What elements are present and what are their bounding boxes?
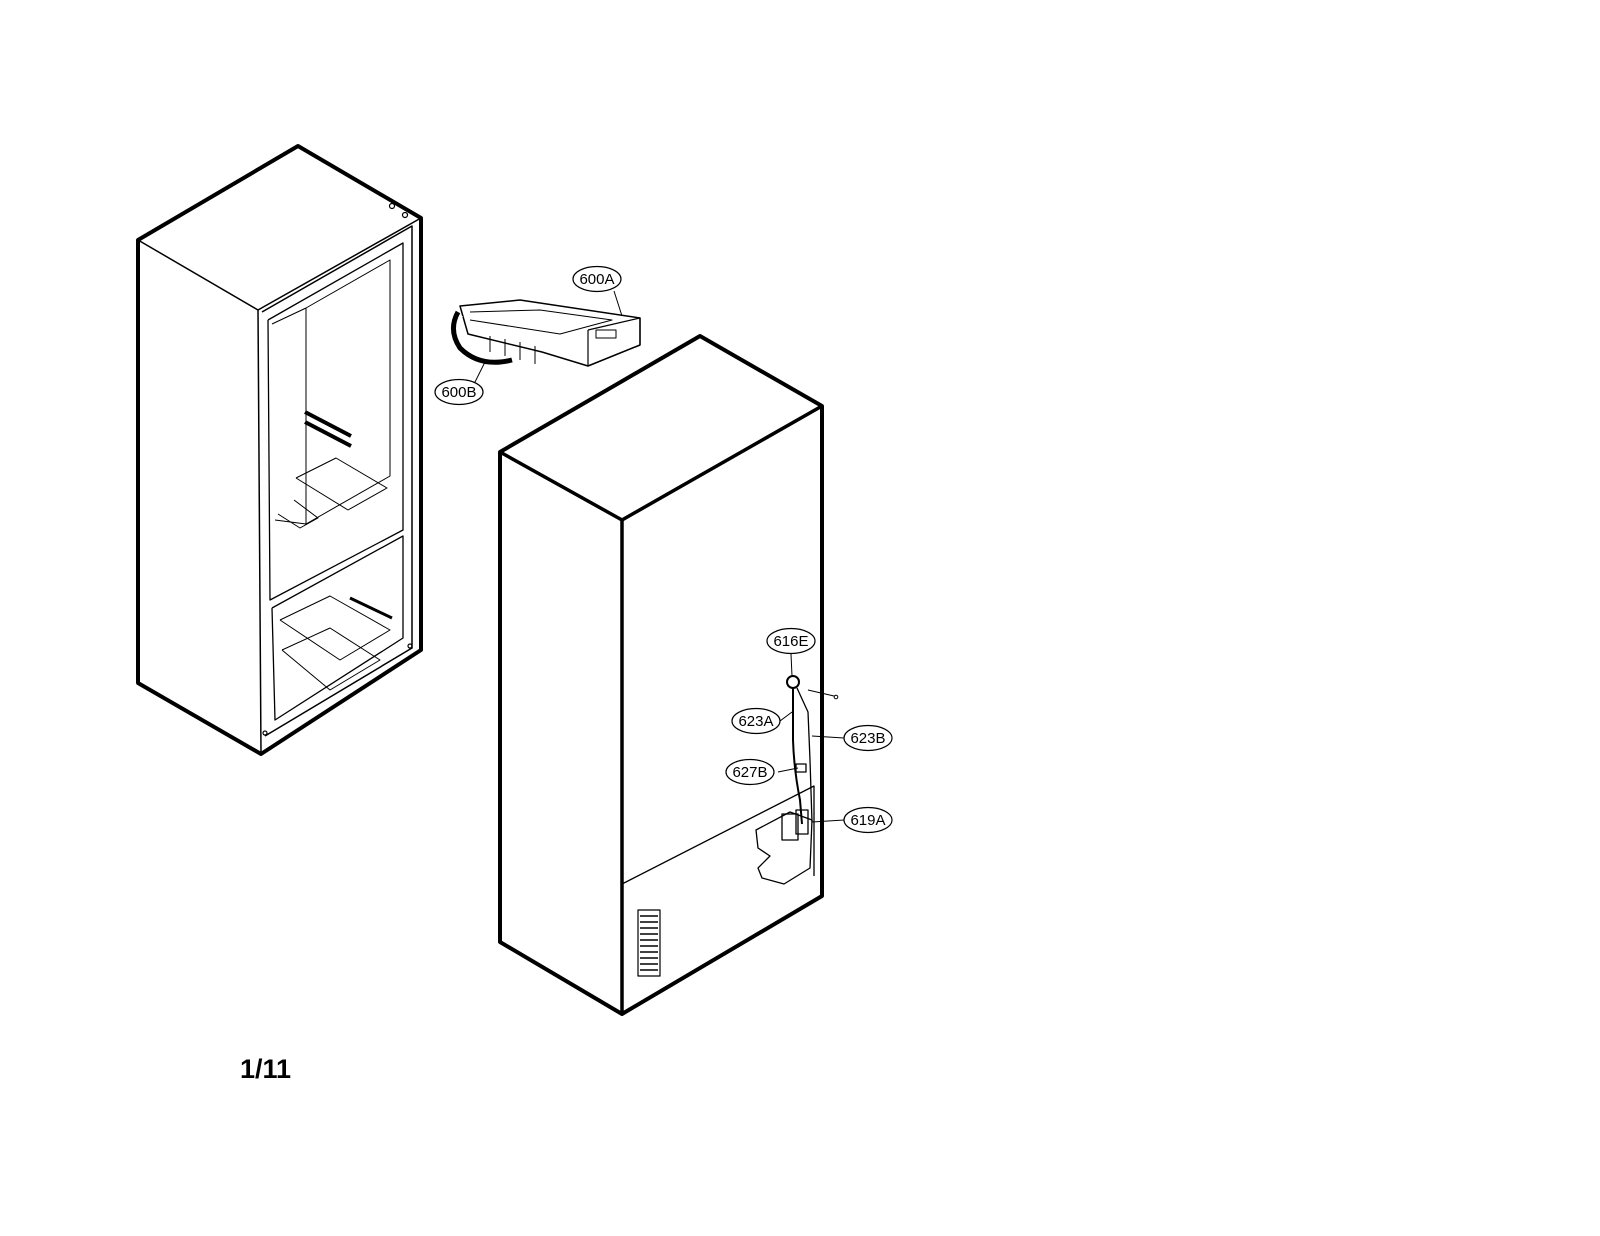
callout-600B: 600B (434, 378, 484, 406)
water-tube-623A (792, 688, 803, 825)
callout-600A-label: 600A (579, 271, 614, 288)
vent-grille (637, 909, 661, 977)
page-number: 1/11 (240, 1054, 292, 1084)
ice-maker-tray (469, 309, 613, 335)
callout-623A: 623A (731, 707, 781, 735)
front-frame (261, 225, 413, 737)
leader-lines (473, 290, 845, 823)
ice-maker-assembly (451, 299, 641, 367)
shelf-rail-2 (304, 420, 352, 448)
callout-616E-label: 616E (773, 633, 808, 650)
inlet-fitting-616E (786, 675, 800, 689)
water-valve-body-2 (795, 809, 809, 835)
freezer-interior (279, 595, 391, 661)
callout-623B-label: 623B (850, 730, 885, 747)
water-tube-623B (796, 687, 813, 823)
callout-623A-label: 623A (738, 713, 773, 730)
callout-627B: 627B (725, 758, 775, 786)
front-cabinet (136, 144, 423, 756)
freezer-rail (349, 596, 393, 620)
machine-compartment-edge (621, 785, 815, 885)
callout-627B-label: 627B (732, 764, 767, 781)
screw-head (833, 694, 839, 700)
freezer-bin (281, 627, 381, 691)
fresh-food-liner (305, 259, 391, 525)
shelf-rail-1 (304, 410, 352, 438)
front-cabinet-outline (136, 144, 423, 756)
inlet-fitting-screw (807, 689, 835, 697)
ice-maker-arm (451, 310, 513, 365)
hinge-hole-3 (262, 730, 268, 736)
hinge-hole-4 (407, 643, 413, 649)
hinge-hole-1 (388, 202, 396, 210)
rear-cabinet (498, 334, 839, 1016)
hinge-hole-2 (401, 211, 409, 219)
rear-cabinet-outline (498, 334, 824, 1016)
callout-619A-label: 619A (850, 812, 885, 829)
front-cabinet-corner-edge (257, 309, 262, 755)
ice-maker-control-box (587, 317, 641, 367)
front-frame-inner (267, 242, 404, 601)
freezer-opening (271, 535, 404, 721)
ice-maker-connector (595, 329, 617, 339)
crisper-floor-2 (277, 499, 319, 529)
callout-600A: 600A (572, 265, 622, 293)
ice-maker-arm-inner (458, 315, 511, 359)
water-valve-body (781, 813, 799, 841)
crisper-floor-1 (295, 457, 388, 511)
callout-616E: 616E (766, 627, 816, 655)
callout-600B-label: 600B (441, 384, 476, 401)
callout-623B: 623B (843, 724, 893, 752)
callout-619A: 619A (843, 806, 893, 834)
liner-edge-1 (271, 307, 307, 325)
